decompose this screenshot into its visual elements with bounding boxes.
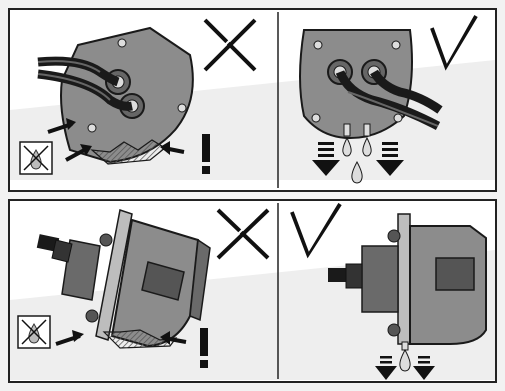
warning-exclamation-top [202, 134, 210, 174]
check-mark-top [430, 13, 478, 71]
cables-top-right [335, 69, 443, 130]
cross-mark-bottom [214, 207, 272, 260]
cable-gland-bottom-left [36, 234, 73, 263]
pointer-arrows-bottom-left [55, 330, 187, 346]
housing-box-tilted [61, 209, 211, 349]
pointer-arrows-top-left [47, 118, 185, 162]
check-mark-bottom [290, 201, 342, 259]
housing-round-tilted [60, 26, 194, 165]
no-water-icon [17, 315, 51, 349]
housing-box-upright [361, 213, 487, 351]
water-drops-top [342, 136, 372, 184]
cross-mark-top [201, 17, 259, 72]
housing-round-upright [299, 29, 413, 140]
cable-gland-bottom-right [328, 263, 363, 289]
cables-top-left [37, 56, 133, 111]
drain-arrows-top [312, 142, 404, 176]
warning-exclamation-bottom [200, 328, 208, 368]
water-drop-bottom [399, 348, 411, 372]
no-water-icon [19, 141, 53, 175]
drain-arrows-bottom [375, 356, 435, 380]
